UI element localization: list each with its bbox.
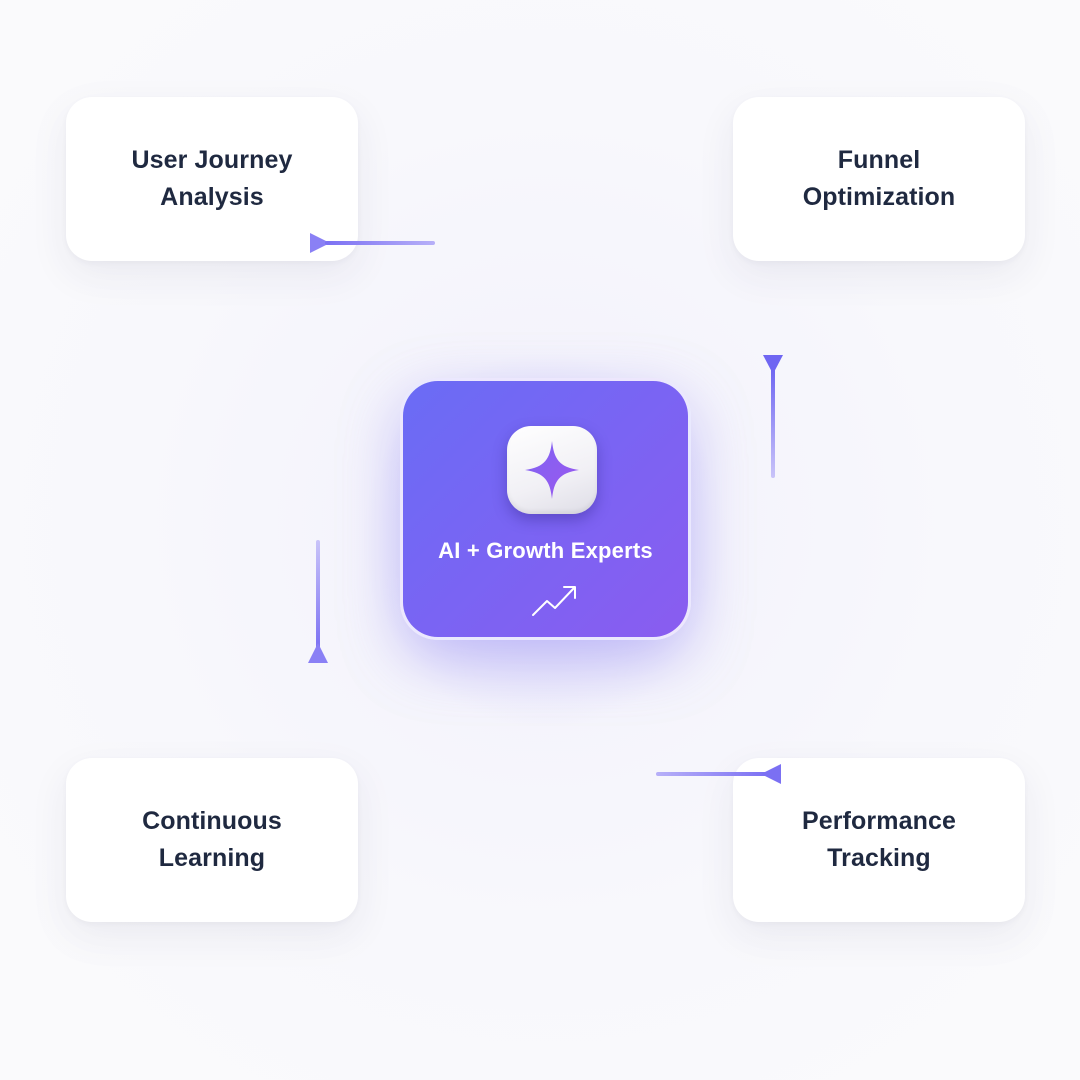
hub-ai-growth-experts: AI + Growth Experts [400,378,691,640]
card-label: Continuous Learning [142,807,282,872]
arrowhead-icon [763,355,783,374]
card-funnel-optimization: Funnel Optimization [733,97,1025,261]
connector-bottom-right [656,764,781,784]
card-label: User Journey Analysis [131,146,293,211]
connector-bottom-left [308,540,328,663]
arrowhead-icon [310,233,330,253]
sparkle-icon [525,441,579,499]
card-label: Funnel Optimization [802,146,956,211]
arrowhead-icon [761,764,781,784]
card-performance-tracking: Performance Tracking [733,758,1025,922]
card-user-journey-analysis: User Journey Analysis [66,97,358,261]
card-continuous-learning: Continuous Learning [66,758,358,922]
card-label: Performance Tracking [802,807,956,872]
trending-up-icon [532,586,576,616]
connector-top-left [310,233,435,253]
arrowhead-icon [308,643,328,663]
hub-label: AI + Growth Experts [438,538,653,563]
connector-top-right [763,355,783,478]
sparkle-icon-tile [507,426,597,514]
